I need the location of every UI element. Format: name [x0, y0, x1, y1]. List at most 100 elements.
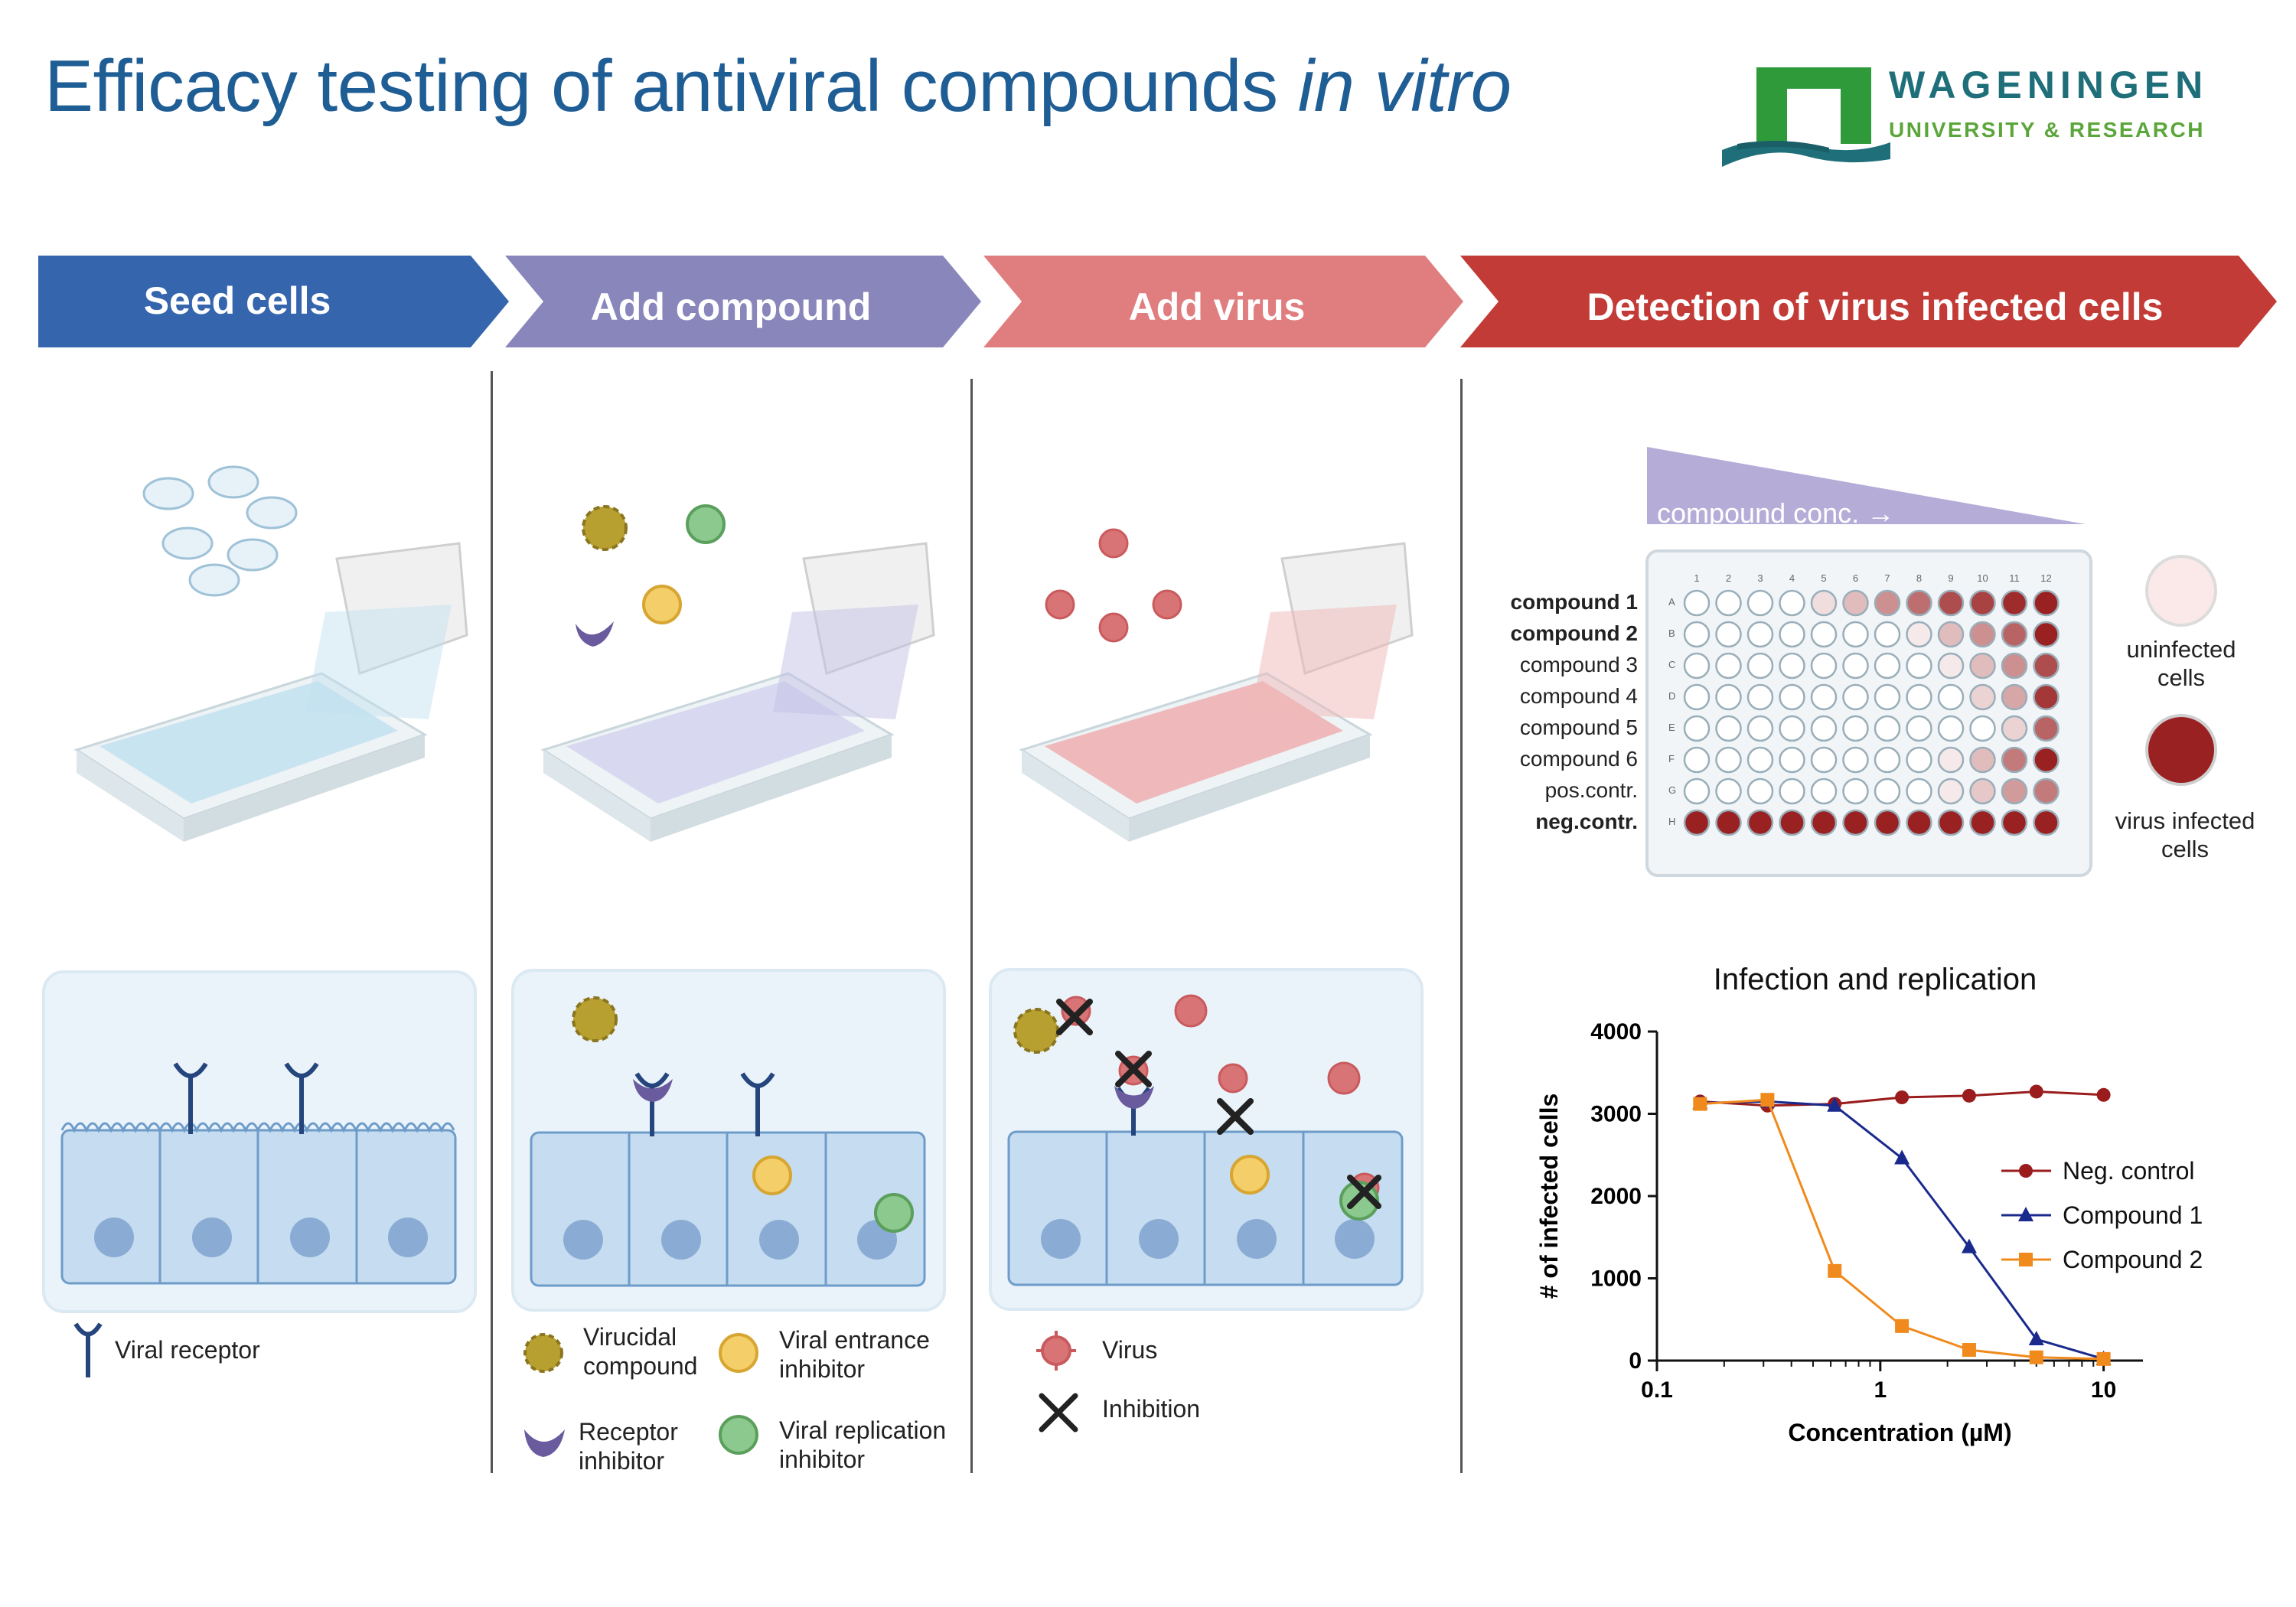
plate-well: [1874, 809, 1901, 836]
virucidal-icon: [523, 1333, 563, 1373]
legend-label: Neg. control: [2063, 1157, 2195, 1185]
plate-well: [1746, 621, 1774, 648]
plate-well: [1715, 715, 1742, 742]
plate-well: [1779, 589, 1805, 617]
plate-well: [1842, 746, 1869, 774]
plate-well: [1746, 777, 1774, 805]
plate-row-letter: E: [1668, 722, 1675, 733]
plate-row-letter: A: [1668, 596, 1675, 608]
data-point: [2029, 1350, 2043, 1364]
plate-well: [1969, 809, 1996, 836]
cell-layer-virus: [1007, 994, 1404, 1286]
plate-column-number: 12: [2040, 572, 2052, 584]
plate-well: [1906, 746, 1932, 774]
series-0: [1693, 1084, 2111, 1113]
plate-well: [1715, 621, 1742, 648]
plate-row-label: compound 5: [1519, 715, 1638, 739]
plate-well: [2033, 777, 2060, 805]
plate-column-number: 10: [1977, 572, 1988, 584]
divider-1: [491, 371, 493, 1473]
plate-column-number: 11: [2009, 572, 2020, 584]
plate-well: [1779, 621, 1805, 648]
plate-well: [1937, 715, 1965, 742]
virus-plate-illustration: [1019, 528, 1414, 842]
gradient-label: compound conc. →: [1657, 497, 1895, 529]
plate-well: [1746, 683, 1774, 711]
legend-receptor-inhibitor: Receptor inhibitor: [579, 1418, 678, 1475]
plate-well: [1906, 683, 1932, 711]
legend-label: Compound 1: [2063, 1201, 2203, 1229]
plate-well: [1746, 809, 1774, 836]
wur-logo-icon: [1722, 67, 1890, 167]
step-label-detection: Detection of virus infected cells: [1587, 285, 2164, 328]
plate-well: [1937, 621, 1965, 648]
legend-replication-inhibitor: Viral replication inhibitor: [779, 1416, 947, 1474]
plate-well: [1810, 715, 1838, 742]
plate-well: [1746, 589, 1774, 617]
plate-row-letter: F: [1668, 753, 1675, 764]
plate-row-letter: D: [1668, 690, 1676, 702]
legend-viral-receptor: Viral receptor: [115, 1336, 260, 1364]
series-2: [1693, 1093, 2111, 1366]
step-label-seed-cells: Seed cells: [143, 279, 331, 322]
plate-well: [1715, 683, 1742, 711]
plate-well: [1779, 809, 1805, 836]
step-arrow-seed-cells: [38, 256, 509, 347]
plate-row-letter: G: [1668, 784, 1677, 796]
plate-well: [1937, 683, 1965, 711]
plate-well: [1874, 589, 1901, 617]
plate-row-label: compound 3: [1519, 653, 1638, 676]
plate-well: [1715, 652, 1742, 680]
title-text: Efficacy testing of antiviral compounds: [44, 45, 1298, 127]
plate-row-label: neg.contr.: [1535, 810, 1638, 833]
cell-panel-seed: [42, 970, 477, 1313]
plate-well: [1969, 746, 1996, 774]
infected-well-icon: [2145, 714, 2217, 786]
plate-row-label: compound 6: [1519, 747, 1638, 771]
plate-well: [2001, 809, 2028, 836]
plate-well: [1906, 715, 1932, 742]
plate-well: [1906, 589, 1932, 617]
plate-well: [1810, 652, 1838, 680]
plate-well: [1715, 777, 1742, 805]
plate-row-letter: C: [1668, 659, 1676, 670]
plate-well: [1969, 621, 1996, 648]
plate-well: [1683, 715, 1711, 742]
plate-well: [1810, 746, 1838, 774]
legend-marker: [2018, 1207, 2033, 1221]
plate-well: [1842, 809, 1869, 836]
plate-well: [1810, 683, 1838, 711]
legend-marker: [2019, 1164, 2033, 1178]
plate-well: [1969, 777, 1996, 805]
data-point: [1961, 1238, 1977, 1253]
x-tick-label: 10: [2091, 1377, 2116, 1403]
plate-well: [1683, 683, 1711, 711]
inhibition-icon: [1039, 1393, 1078, 1433]
data-point: [2028, 1331, 2044, 1346]
title-italic-text: in vitro: [1297, 45, 1512, 127]
plate-well: [1746, 652, 1774, 680]
data-point: [1894, 1149, 1910, 1165]
data-point: [1962, 1343, 1976, 1358]
data-point: [2029, 1084, 2043, 1099]
cell-cluster: [142, 465, 298, 597]
data-point: [1827, 1097, 1843, 1112]
plate-well: [1874, 715, 1901, 742]
plate-well: [1969, 715, 1996, 742]
step-arrow-add-compound: [505, 256, 981, 347]
plate-row-letter: H: [1668, 816, 1676, 827]
plate-well: [1874, 652, 1901, 680]
receptor-inhibitor-icon: [524, 1429, 565, 1457]
plate-well: [1810, 777, 1838, 805]
plate-column-number: 8: [1916, 572, 1923, 584]
plate-well: [1842, 715, 1869, 742]
cell-panel-virus: [989, 968, 1424, 1311]
step-arrow-detection: [1460, 256, 2277, 347]
plate-well: [2033, 621, 2060, 648]
concentration-gradient: [1647, 447, 2086, 524]
y-tick-label: 2000: [1590, 1184, 1642, 1209]
cell-panel-compound: [511, 969, 946, 1312]
plate-well: [1969, 589, 1996, 617]
x-tick-label: 1: [1874, 1377, 1887, 1403]
